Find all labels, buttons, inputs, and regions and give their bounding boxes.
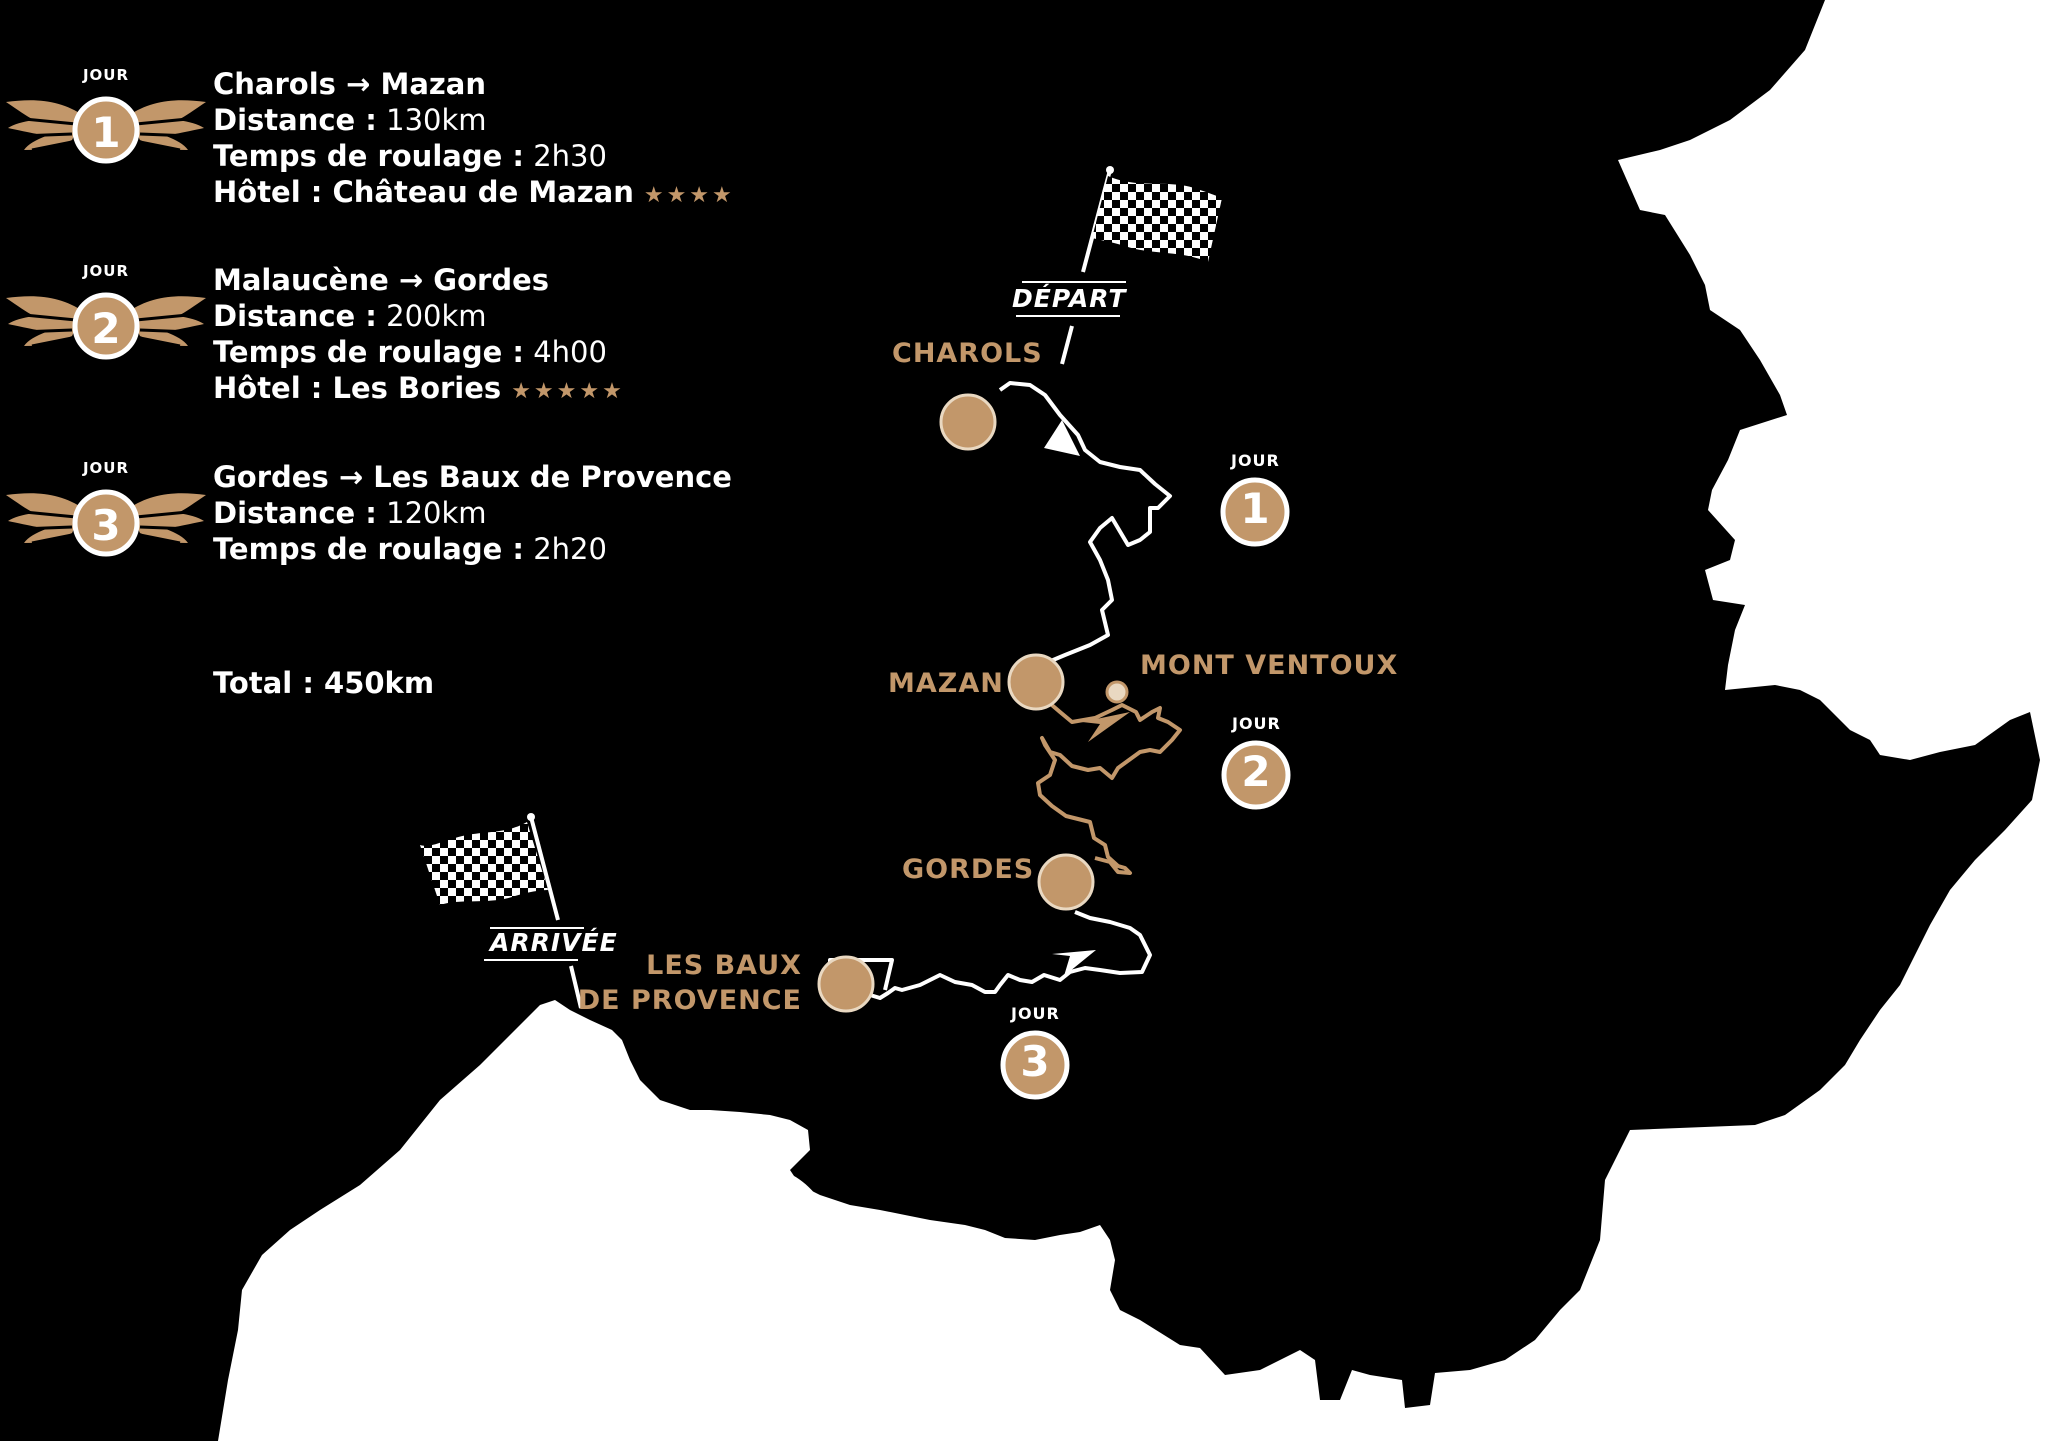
map-day-number-1: 1 <box>1240 484 1270 533</box>
arrow-icon: → <box>346 67 371 101</box>
time-label: Temps de roulage : <box>213 139 524 173</box>
total-distance: Total : 450km <box>213 666 435 700</box>
map-day-number-2: 2 <box>1241 747 1271 796</box>
place-label-mont-ventoux: MONT VENTOUX <box>1140 650 1399 681</box>
distance-label: Distance : <box>213 496 377 530</box>
city-dot-icon-charols <box>939 393 997 451</box>
arrow-icon: → <box>398 263 424 297</box>
winged-badge-icon-2 <box>4 292 208 360</box>
city-dot-icon-gordes <box>1037 853 1095 911</box>
route-arrow-icon <box>1052 950 1096 976</box>
badge-number: 3 <box>91 501 121 550</box>
time-value: 2h30 <box>533 139 607 173</box>
place-label-les-baux-1: LES BAUX <box>646 950 802 981</box>
route-arrow-icon <box>1082 712 1130 742</box>
depart-label: DÉPART <box>1012 284 1127 313</box>
route-from: Gordes <box>213 460 329 494</box>
hotel-stars: ★★★★ <box>643 183 735 208</box>
route-from: Malaucène <box>213 263 389 297</box>
route-day2 <box>1036 698 1182 875</box>
city-dot-icon-mazan <box>1007 653 1065 711</box>
day-badge-2: JOUR 2 <box>31 262 181 402</box>
place-label-mazan: MAZAN <box>888 668 1004 699</box>
map-day-marker-1 <box>1220 477 1290 547</box>
badge-number: 2 <box>91 304 121 353</box>
badge-number: 1 <box>91 108 121 157</box>
map-jour-label-3: JOUR <box>1011 1004 1060 1023</box>
distance-value: 120km <box>386 496 487 530</box>
mont-ventoux-point <box>1105 680 1129 704</box>
hotel-name: Les Bories <box>332 371 502 405</box>
route-arrow-icon <box>1044 420 1080 456</box>
itinerary-day-1: Charols → Mazan Distance : 130km Temps d… <box>213 66 735 214</box>
map-jour-label-1: JOUR <box>1231 451 1280 470</box>
map-day-marker-2 <box>1221 740 1291 810</box>
distance-label: Distance : <box>213 103 377 137</box>
map-day-marker-3 <box>1000 1030 1070 1100</box>
route-to: Les Baux de Provence <box>373 460 732 494</box>
distance-value: 200km <box>386 299 487 333</box>
place-label-gordes: GORDES <box>902 854 1035 885</box>
winged-badge-icon-3 <box>4 489 208 557</box>
arrivee-label: ARRIVÉE <box>490 928 618 957</box>
itinerary-day-2: Malaucène → Gordes Distance : 200km Temp… <box>213 262 625 410</box>
place-label-les-baux-2: DE PROVENCE <box>577 985 802 1016</box>
checkered-flag-icon <box>1016 166 1222 365</box>
distance-value: 130km <box>386 103 487 137</box>
winged-badge-icon-1 <box>4 96 208 164</box>
time-label: Temps de roulage : <box>213 532 524 566</box>
badge-jour-label: JOUR <box>82 262 130 280</box>
city-dot-icon-les-baux <box>817 955 875 1013</box>
arrow-icon: → <box>338 460 364 494</box>
time-value: 4h00 <box>533 335 607 369</box>
badge-jour-label: JOUR <box>82 66 130 84</box>
checkered-flag-icon <box>420 813 584 1009</box>
route-to: Gordes <box>433 263 550 297</box>
route-to: Mazan <box>380 67 486 101</box>
distance-label: Distance : <box>213 299 377 333</box>
map-day-number-3: 3 <box>1020 1037 1050 1086</box>
itinerary-day-3: Gordes → Les Baux de Provence Distance :… <box>213 459 732 567</box>
hotel-name: Château de Mazan <box>332 175 634 209</box>
day-badge-1: JOUR 1 <box>31 66 181 206</box>
hotel-stars: ★★★★★ <box>511 379 625 404</box>
hotel-label: Hôtel : <box>213 371 323 405</box>
badge-jour-label: JOUR <box>82 459 130 477</box>
map-jour-label-2: JOUR <box>1232 714 1281 733</box>
day-badge-3: JOUR 3 <box>31 459 181 599</box>
time-value: 2h20 <box>533 532 607 566</box>
route-day1 <box>998 381 1172 665</box>
route-from: Charols <box>213 67 336 101</box>
hotel-label: Hôtel : <box>213 175 323 209</box>
gulf-area <box>230 1093 838 1441</box>
time-label: Temps de roulage : <box>213 335 524 369</box>
place-label-charols: CHAROLS <box>892 338 1043 369</box>
